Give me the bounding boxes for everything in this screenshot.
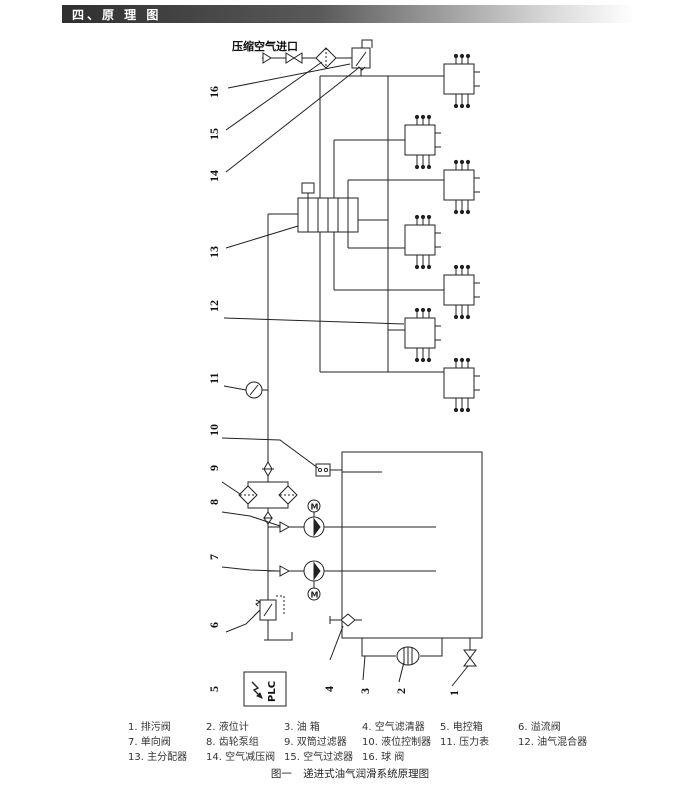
oil-air-mixer-6 bbox=[404, 307, 441, 363]
air-breather-filter-4 bbox=[329, 613, 362, 627]
legend-item: 6. 溢流阀 bbox=[518, 722, 561, 733]
legend-item: 5. 电控箱 bbox=[440, 722, 483, 733]
callout-10: 10 bbox=[207, 424, 221, 436]
legend-row: 7. 单向阀 8. 齿轮泵组 9. 双筒过滤器 10. 液位控制器 11. 压力… bbox=[128, 735, 598, 750]
legend-item: 2. 液位计 bbox=[206, 722, 249, 733]
air-pressure-reducing-valve-14 bbox=[351, 39, 373, 71]
callout-12: 12 bbox=[207, 300, 221, 312]
ball-valve-16 bbox=[285, 52, 303, 64]
level-gauge-2 bbox=[396, 646, 420, 666]
callout-14: 14 bbox=[207, 170, 221, 182]
oil-tank-3 bbox=[341, 451, 483, 639]
gear-pump-unit-lower: M bbox=[268, 560, 342, 601]
duplex-filter-9 bbox=[238, 460, 298, 525]
callout-13: 13 bbox=[207, 246, 221, 258]
air-inlet-label: 压缩空气进口 bbox=[232, 39, 298, 53]
callout-6: 6 bbox=[207, 622, 221, 628]
legend-item: 14. 空气减压阀 bbox=[206, 752, 276, 763]
figure-caption: 图一 递进式油气润滑系统原理图 bbox=[0, 766, 700, 781]
inlet-check-valve bbox=[262, 52, 272, 64]
callout-9: 9 bbox=[207, 465, 221, 471]
legend-item: 9. 双筒过滤器 bbox=[284, 737, 347, 748]
main-distributor-13 bbox=[297, 182, 359, 233]
legend-row: 13. 主分配器 14. 空气减压阀 15. 空气过滤器 16. 球 阀 bbox=[128, 750, 598, 765]
figure-title: 递进式油气润滑系统原理图 bbox=[303, 768, 430, 780]
pressure-gauge-11 bbox=[245, 381, 268, 399]
legend-item: 1. 排污阀 bbox=[128, 722, 171, 733]
legend-item: 13. 主分配器 bbox=[128, 752, 188, 763]
section-title: 四、原 理 图 bbox=[72, 8, 162, 22]
legend-item: 15. 空气过滤器 bbox=[284, 752, 354, 763]
svg-text:M: M bbox=[311, 591, 319, 600]
component-legend: 1. 排污阀 2. 液位计 3. 油 箱 4. 空气滤清器 5. 电控箱 6. … bbox=[128, 720, 598, 765]
legend-item: 7. 单向阀 bbox=[128, 737, 171, 748]
legend-item: 16. 球 阀 bbox=[362, 752, 405, 763]
legend-row: 1. 排污阀 2. 液位计 3. 油 箱 4. 空气滤清器 5. 电控箱 6. … bbox=[128, 720, 598, 735]
callout-1: 1 bbox=[447, 690, 461, 696]
figure-number: 图一 bbox=[270, 768, 292, 780]
callout-16: 16 bbox=[207, 86, 221, 98]
legend-item: 10. 液位控制器 bbox=[362, 737, 432, 748]
oil-air-mixer-4 bbox=[404, 214, 441, 270]
callout-15: 15 bbox=[207, 128, 221, 140]
callout-4: 4 bbox=[322, 686, 336, 692]
oil-air-mixer-1 bbox=[443, 53, 480, 109]
air-filter-15 bbox=[315, 47, 337, 69]
schematic-diagram: 压缩空气进口 bbox=[207, 39, 483, 707]
legend-item: 12. 油气混合器 bbox=[518, 737, 588, 748]
section-header-bar: 四、原 理 图 bbox=[62, 5, 634, 23]
drain-valve-1 bbox=[463, 638, 477, 667]
callout-7: 7 bbox=[207, 554, 221, 560]
callout-3: 3 bbox=[358, 688, 372, 694]
oil-air-mixer-5 bbox=[443, 264, 480, 320]
callout-11: 11 bbox=[207, 373, 221, 384]
legend-item: 4. 空气滤清器 bbox=[362, 722, 425, 733]
oil-air-mixer-7 bbox=[443, 357, 480, 413]
plc-control-box-5 bbox=[243, 671, 287, 707]
callout-2: 2 bbox=[394, 688, 408, 694]
svg-text:M: M bbox=[311, 503, 319, 512]
gear-pump-unit-upper: M bbox=[268, 499, 342, 538]
oil-air-mixer-2 bbox=[404, 114, 441, 170]
relief-valve-6 bbox=[255, 595, 293, 641]
callout-8: 8 bbox=[207, 499, 221, 505]
plc-label: PLC bbox=[267, 681, 278, 702]
level-controller-10 bbox=[315, 463, 342, 477]
callout-5: 5 bbox=[207, 686, 221, 692]
legend-item: 8. 齿轮泵组 bbox=[206, 737, 259, 748]
legend-item: 3. 油 箱 bbox=[284, 722, 320, 733]
oil-air-mixer-3 bbox=[443, 159, 480, 215]
legend-item: 11. 压力表 bbox=[440, 737, 490, 748]
